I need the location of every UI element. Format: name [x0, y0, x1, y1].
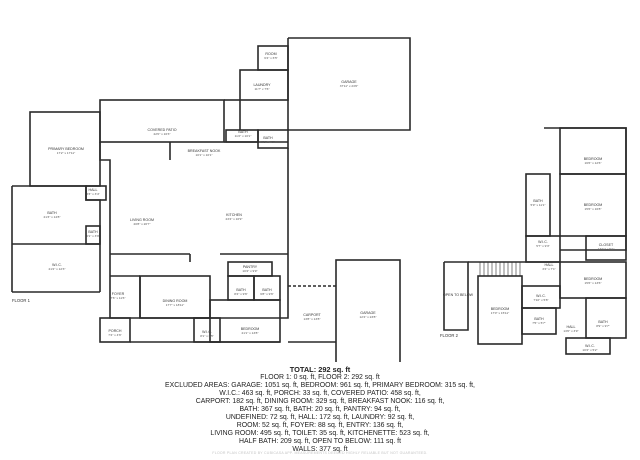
- wic-dims: 8'1" x 6'5": [200, 334, 214, 338]
- bath-name: BATH: [88, 230, 98, 234]
- floor-1-label: FLOOR 1: [12, 298, 31, 303]
- primary-bedroom-name: PRIMARY BEDROOM: [48, 147, 84, 151]
- hall-dims: 3'3" x 3'4": [86, 192, 100, 196]
- hall-dims: 3'4" x 7'1": [542, 267, 556, 271]
- summary-line: HALF BATH: 209 sq. ft, OPEN TO BELOW: 11…: [239, 437, 401, 445]
- bath-dims: 7'5" x 5'7": [532, 321, 546, 325]
- garage-dims: 12'4" x 23'8": [360, 315, 377, 319]
- room-name: ROOM: [265, 52, 276, 56]
- floor-plan-drawing: ROOM 6'4" x 6'5" LAUNDRY 11'7" x 7'6" GA…: [11, 37, 627, 362]
- porch-name: PORCH: [109, 329, 122, 333]
- wic-name: W.I.C.: [538, 240, 548, 244]
- bath-dims: 6'1" x 3'9": [86, 234, 100, 238]
- bedroom-dims: 15'6" x 16'8": [585, 207, 602, 211]
- room-dims: 6'4" x 6'5": [264, 56, 278, 60]
- summary-line: CARPORT: 182 sq. ft, DINING ROOM: 329 sq…: [195, 397, 445, 405]
- wic-dims: 7'10" x 5'8": [533, 298, 548, 302]
- covered-patio-name: COVERED PATIO: [147, 128, 176, 132]
- bath-name: BATH: [236, 288, 246, 292]
- bedroom-dims: 16'6" x 12'6": [585, 161, 602, 165]
- summary-line: BATH: 367 sq. ft, BATH: 20 sq. ft, PANTR…: [239, 405, 401, 413]
- bedroom-name: BEDROOM: [584, 157, 603, 161]
- bedroom-name: BEDROOM: [584, 203, 603, 207]
- open-to-below-name: OPEN TO BELOW: [443, 293, 474, 297]
- bath-dims: 9'8" x 4'9": [261, 140, 275, 144]
- hall-name: HALL: [545, 263, 554, 267]
- bath-name: BATH: [533, 199, 543, 203]
- laundry-name: LAUNDRY: [253, 83, 271, 87]
- floor-2-label: FLOOR 2: [440, 333, 459, 338]
- summary-line: W.I.C.: 463 sq. ft, PORCH: 33 sq. ft, CO…: [219, 389, 421, 397]
- dining-room-name: DINING ROOM: [163, 299, 188, 303]
- wic-name: W.I.C.: [585, 344, 595, 348]
- covered-patio-dims: 22'0" x 16'3": [154, 132, 171, 136]
- bath-name: BATH: [47, 211, 57, 215]
- closet-dims: 13'11" x 5'1": [598, 247, 615, 251]
- bedroom-dims: 17'0" x 15'11": [491, 311, 509, 315]
- foyer-name: FOYER: [112, 292, 125, 296]
- disclaimer-footer: FLOOR PLAN CREATED BY CUBICASA APP. MEAS…: [212, 451, 428, 455]
- garage-dims: 37'11" x 23'0": [340, 84, 358, 88]
- pantry-name: PANTRY: [243, 265, 258, 269]
- bath-dims: 8'4" x 9'6": [234, 292, 248, 296]
- hall-dims: 13'0" x 3'9": [563, 329, 578, 333]
- wic-name: W.I.C.: [52, 263, 62, 267]
- bath-name: BATH: [598, 320, 608, 324]
- bedroom-dims: 15'6" x 13'6": [585, 281, 602, 285]
- bedroom-dims: 21'1" x 13'8": [242, 331, 259, 335]
- bath-name: BATH: [262, 288, 272, 292]
- wic-dims: 21'2" x 12'3": [49, 267, 66, 271]
- bath-dims: 6'8" x 9'6": [260, 292, 274, 296]
- bath-dims: 21'3" x 14'8": [44, 215, 61, 219]
- wic-dims: 10'4" x 5'2": [582, 348, 597, 352]
- summary-line: ROOM: 52 sq. ft, FOYER: 88 sq. ft, ENTRY…: [236, 421, 404, 429]
- carport-dims: 13'8" x 13'8": [304, 317, 321, 321]
- floor-1-walls: [11, 37, 411, 362]
- bedroom-name: BEDROOM: [584, 277, 603, 281]
- bath-dims: 5'9" x 11'1": [530, 203, 545, 207]
- summary-line: EXCLUDED AREAS: GARAGE: 1051 sq. ft, BED…: [165, 381, 475, 389]
- summary-line: LIVING ROOM: 495 sq. ft, TOILET: 35 sq. …: [210, 429, 430, 437]
- primary-bedroom-dims: 17'2" x 17'11": [57, 151, 75, 155]
- bath-name: BATH: [263, 136, 273, 140]
- hall-name: HALL: [567, 325, 576, 329]
- bath-dims: 11'2" x 10'1": [235, 134, 252, 138]
- bath-dims: 8'9" x 9'7": [596, 324, 610, 328]
- hall-name: HALL: [89, 188, 98, 192]
- summary-line: WALLS: 377 sq. ft: [292, 445, 348, 453]
- porch-dims: 7'4" x 4'6": [108, 333, 122, 337]
- floor-2-walls: [443, 127, 627, 355]
- breakfast-nook-dims: 10'1" x 10'1": [196, 153, 213, 157]
- wic-name: W.I.C.: [202, 330, 212, 334]
- bath-name: BATH: [238, 130, 248, 134]
- kitchen-name: KITCHEN: [226, 213, 242, 217]
- summary-line: UNDEFINED: 72 sq. ft, HALL: 172 sq. ft, …: [225, 413, 415, 421]
- bedroom-name: BEDROOM: [241, 327, 260, 331]
- closet-name: CLOSET: [599, 243, 614, 247]
- wic-dims: 5'7" x 9'3": [536, 244, 550, 248]
- foyer-dims: 7'6" x 11'6": [110, 296, 125, 300]
- garage-name: GARAGE: [360, 311, 376, 315]
- total-area: TOTAL: 292 sq. ft: [289, 365, 351, 374]
- bath-name: BATH: [534, 317, 544, 321]
- summary-line: FLOOR 1: 0 sq. ft, FLOOR 2: 292 sq. ft: [260, 373, 380, 381]
- living-room-name: LIVING ROOM: [130, 218, 154, 222]
- wic-name: W.I.C.: [536, 294, 546, 298]
- bedroom-name: BEDROOM: [491, 307, 510, 311]
- kitchen-dims: 23'4" x 16'9": [226, 217, 243, 221]
- garage-name: GARAGE: [341, 80, 357, 84]
- room-labels: ROOM 6'4" x 6'5" LAUNDRY 11'7" x 7'6" GA…: [44, 52, 615, 352]
- pantry-dims: 10'4" x 9'9": [242, 269, 257, 273]
- stairs-icon: [479, 261, 521, 277]
- dining-room-dims: 17'7" x 18'11": [166, 303, 184, 307]
- breakfast-nook-name: BREAKFAST NOOK: [188, 149, 221, 153]
- laundry-dims: 11'7" x 7'6": [254, 87, 269, 91]
- carport-name: CARPORT: [303, 313, 321, 317]
- living-room-dims: 20'8" x 20'7": [134, 222, 151, 226]
- area-summary: TOTAL: 292 sq. ft FLOOR 1: 0 sq. ft, FLO…: [0, 366, 640, 453]
